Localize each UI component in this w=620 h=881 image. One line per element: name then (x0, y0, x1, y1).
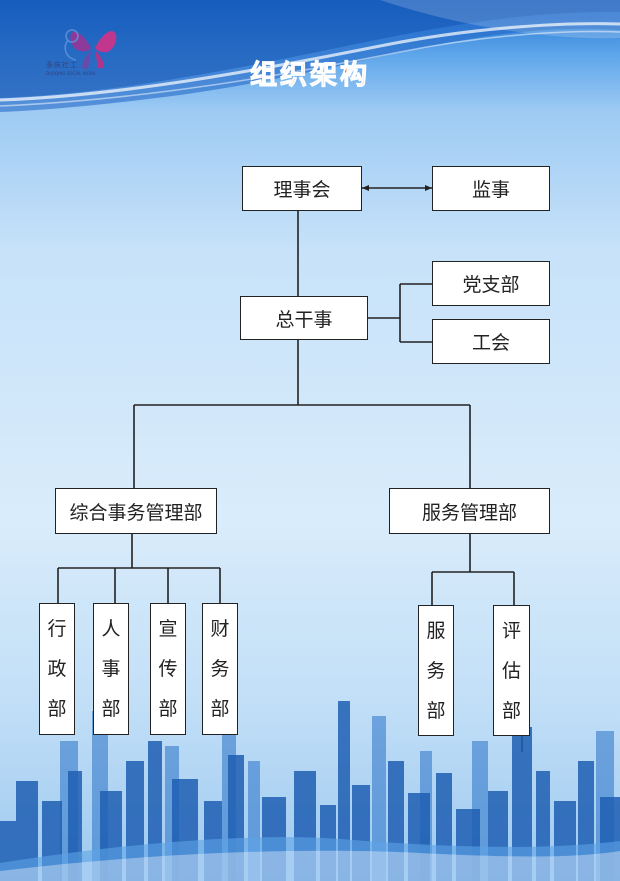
supervisor-label: 监事 (471, 179, 510, 201)
supervisor-box: 监事 (432, 166, 550, 211)
council-box: 理事会 (242, 166, 362, 211)
publicity-dept-char: 宣 (158, 618, 178, 640)
city-skyline (0, 701, 620, 881)
admin-dept-char: 部 (47, 698, 67, 720)
general-affairs-box: 综合事务管理部 (55, 488, 217, 534)
hr-dept-box: 人 事 部 (93, 603, 129, 735)
party-branch-box: 党支部 (432, 261, 550, 306)
evaluation-dept-char: 估 (501, 659, 521, 682)
service-dept-char: 部 (426, 699, 446, 722)
hr-dept-char: 事 (101, 658, 121, 680)
publicity-dept-char: 部 (158, 698, 178, 720)
hr-dept-char: 部 (101, 698, 121, 720)
service-dept-box: 服 务 部 (418, 605, 454, 736)
publicity-dept-char: 传 (158, 658, 178, 680)
union-label: 工会 (471, 332, 510, 354)
finance-dept-char: 务 (210, 658, 230, 680)
service-management-box: 服务管理部 (389, 488, 550, 534)
finance-dept-box: 财 务 部 (202, 603, 238, 735)
admin-dept-char: 政 (47, 658, 67, 680)
evaluation-dept-box: 评 估 部 (493, 605, 530, 736)
admin-dept-box: 行 政 部 (39, 603, 75, 735)
director-box: 总干事 (240, 296, 368, 340)
general-affairs-label: 综合事务管理部 (69, 501, 203, 524)
finance-dept-char: 财 (210, 618, 230, 640)
service-dept-char: 服 (426, 619, 446, 642)
page-title: 组织架构 (250, 60, 370, 92)
party-branch-label: 党支部 (462, 274, 520, 296)
finance-dept-char: 部 (210, 698, 230, 720)
director-label: 总干事 (275, 308, 333, 331)
header-band (0, 0, 620, 112)
service-dept-char: 务 (426, 659, 446, 682)
logo-name: 多庆社工 (46, 61, 78, 69)
service-management-label: 服务管理部 (421, 501, 517, 524)
logo-subtitle: DUOQING SOCIAL WORK (46, 71, 96, 76)
butterfly-logo (64, 29, 117, 69)
evaluation-dept-char: 评 (501, 619, 521, 642)
admin-dept-char: 行 (47, 618, 67, 640)
publicity-dept-box: 宣 传 部 (150, 603, 186, 735)
council-label: 理事会 (273, 179, 331, 201)
hr-dept-char: 人 (101, 618, 121, 640)
union-box: 工会 (432, 319, 550, 364)
evaluation-dept-char: 部 (501, 699, 521, 722)
